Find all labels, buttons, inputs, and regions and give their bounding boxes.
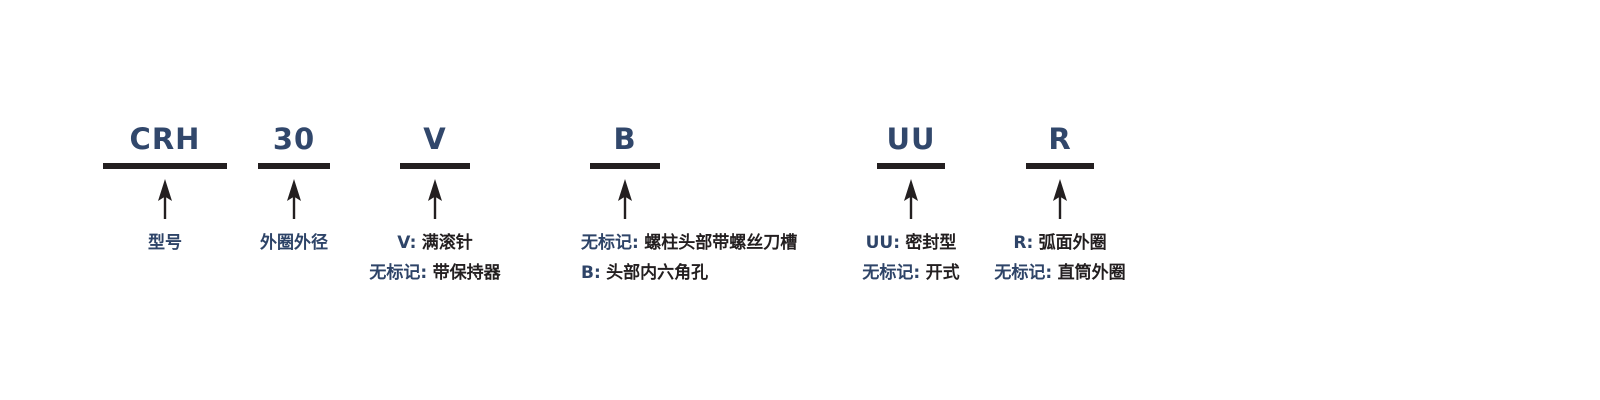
label-value: 带保持器	[432, 263, 501, 283]
segment-label-line-1: 型号	[103, 233, 227, 253]
segment-label-line-1: V: 满滚针	[397, 233, 473, 253]
label-value: 弧面外圈	[1038, 233, 1107, 253]
code-underline	[258, 163, 330, 169]
label-value: 外圈外径	[260, 233, 328, 253]
label-value: 开式	[925, 263, 960, 283]
segment-label-line-1: R: 弧面外圈	[1013, 233, 1106, 253]
code-underline	[1026, 163, 1094, 169]
segment-label-line-1: UU: 密封型	[866, 233, 957, 253]
up-arrow-icon	[612, 179, 638, 219]
code-segment-uu: UU UU: 密封型 无标记: 开式	[862, 0, 959, 400]
segment-label-line-2: 无标记: 带保持器	[369, 263, 500, 283]
up-arrow-icon	[1047, 179, 1073, 219]
up-arrow-icon	[281, 179, 307, 219]
label-key: 无标记:	[994, 263, 1053, 283]
label-key: 无标记:	[581, 233, 639, 253]
segment-label-line-2: B: 头部内六角孔	[581, 263, 708, 283]
label-value: 螺柱头部带螺丝刀槽	[644, 233, 798, 253]
segment-label-line-1: 无标记: 螺柱头部带螺丝刀槽	[581, 233, 797, 253]
label-key: R:	[1013, 233, 1034, 253]
segment-label-line-1: 外圈外径	[230, 233, 358, 253]
up-arrow-icon	[898, 179, 924, 219]
code-segment-v: V V: 满滚针 无标记: 带保持器	[369, 0, 500, 400]
code-segment-b: B 无标记: 螺柱头部带螺丝刀槽 B: 头部内六角孔	[581, 0, 797, 400]
code-text-b: B	[613, 122, 637, 156]
label-value: 直筒外圈	[1057, 263, 1126, 283]
code-underline	[400, 163, 470, 169]
label-value: 头部内六角孔	[606, 263, 709, 283]
code-segment-30: 30 外圈外径	[258, 0, 330, 400]
code-segment-crh: CRH 型号	[103, 0, 227, 400]
segment-label-line-2: 无标记: 直筒外圈	[994, 263, 1125, 283]
label-value: 密封型	[905, 233, 957, 253]
code-underline	[103, 163, 227, 169]
label-key: B:	[581, 263, 601, 283]
code-underline	[590, 163, 660, 169]
up-arrow-icon	[152, 179, 178, 219]
up-arrow-icon	[422, 179, 448, 219]
label-value: 满滚针	[421, 233, 473, 253]
code-text-v: V	[423, 122, 447, 156]
label-key: V:	[397, 233, 417, 253]
label-value: 型号	[148, 233, 182, 253]
code-text-crh: CRH	[129, 122, 201, 156]
label-key: 无标记:	[862, 263, 921, 283]
label-key: 无标记:	[369, 263, 428, 283]
segment-label-line-2: 无标记: 开式	[862, 263, 959, 283]
code-segment-r: R R: 弧面外圈 无标记: 直筒外圈	[994, 0, 1125, 400]
code-text-r: R	[1048, 122, 1072, 156]
code-underline	[877, 163, 945, 169]
label-key: UU:	[865, 233, 901, 253]
code-text-30: 30	[272, 122, 316, 156]
code-text-uu: UU	[886, 122, 936, 156]
